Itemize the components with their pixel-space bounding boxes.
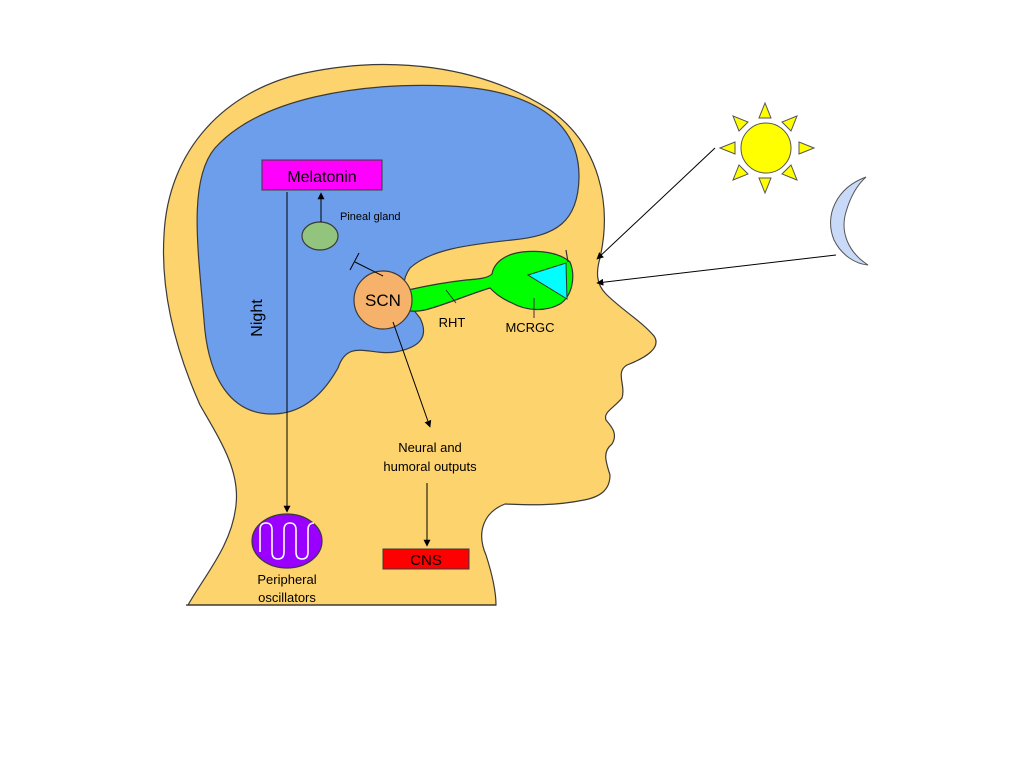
sine-wave-icon	[259, 522, 315, 560]
peripheral-label-line1: Peripheral	[257, 572, 316, 587]
mcrgc-label: MCRGC	[505, 320, 554, 335]
cns-box	[382, 548, 470, 570]
sun-to-eye-arrow	[596, 147, 716, 260]
scn-inhibition-line	[354, 261, 384, 277]
night-label: Night	[249, 299, 266, 337]
sun-icon	[718, 101, 816, 195]
melatonin-label: Melatonin	[287, 169, 356, 186]
melatonin-box	[261, 159, 383, 191]
peripheral-oscillator	[251, 513, 323, 569]
scn-label: SCN	[365, 291, 401, 310]
neural-outputs-label-line1: Neural and	[398, 440, 462, 455]
moon-to-eye-arrow	[596, 254, 837, 286]
optic-pathway	[404, 250, 574, 312]
pineal-gland	[301, 221, 339, 251]
cns-label: CNS	[410, 552, 442, 569]
peripheral-label-line2: oscillators	[258, 590, 316, 605]
pineal-gland-label: Pineal gland	[340, 211, 401, 223]
neural-outputs-label-line2: humoral outputs	[383, 459, 477, 474]
rht-leader-line	[445, 289, 457, 304]
moon-icon	[830, 176, 869, 266]
retina	[526, 262, 568, 300]
eye-tick-mark	[565, 249, 569, 263]
scn-inhibition-bar	[349, 252, 360, 271]
rht-label: RHT	[439, 315, 466, 330]
scn-to-outputs-arrow	[392, 321, 432, 428]
scn-node	[353, 270, 413, 330]
